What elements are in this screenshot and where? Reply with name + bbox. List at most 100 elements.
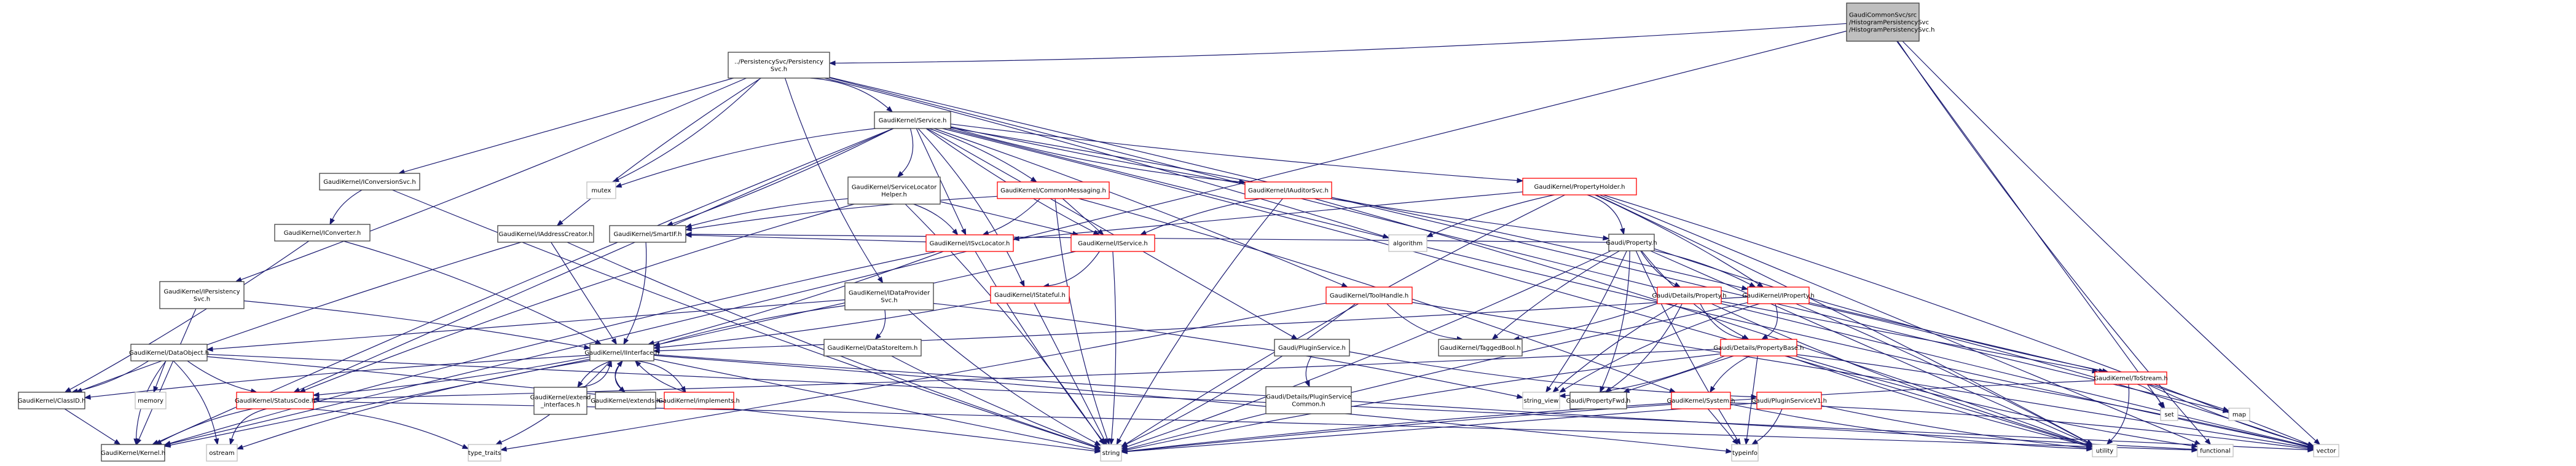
edge-service-to-toolhandle — [933, 128, 1343, 286]
edge-iauditorsvc-to-string — [1118, 198, 1283, 440]
node-box-classid — [18, 392, 85, 409]
node-label-isvclocator: GaudiKernel/ISvcLocator.h — [930, 240, 1010, 247]
node-label-persistencysvc: ../PersistencySvc/Persistency — [734, 59, 823, 66]
edge-propertyholder-to-property — [1587, 194, 1623, 229]
node-label-system: GaudiKernel/System.h — [1667, 398, 1735, 405]
node-box-functional — [2197, 444, 2234, 457]
node-box-kernel — [101, 444, 165, 462]
node-label-root: /HistogramPersistencySvc.h — [1849, 27, 1935, 34]
node-box-utility — [2092, 444, 2118, 457]
arrowhead-iinterface-to-statuscode — [312, 392, 320, 398]
edge-commonmessaging-to-isvclocator — [988, 198, 1041, 234]
node-datastoreitem[interactable]: GaudiKernel/DataStoreItem.h — [823, 339, 922, 357]
edge-propertybase-to-string — [1126, 353, 1721, 451]
node-iconverter[interactable]: GaudiKernel/IConverter.h — [274, 224, 371, 242]
node-iconversionsvc[interactable]: GaudiKernel/IConversionSvc.h — [319, 173, 420, 191]
node-label-typetraits: type_traits — [468, 450, 501, 457]
node-istateful[interactable]: GaudiKernel/IStateful.h — [990, 286, 1070, 304]
node-label-iconverter: GaudiKernel/IConverter.h — [284, 230, 361, 237]
node-persistencysvc[interactable]: ../PersistencySvc/PersistencySvc.h — [728, 52, 830, 79]
node-classid[interactable]: GaudiKernel/ClassID.h — [18, 392, 86, 409]
node-detailsproperty[interactable]: Gaudi/Details/Property.h — [1652, 286, 1727, 304]
node-iproperty[interactable]: GaudiKernel/IProperty.h — [1742, 286, 1815, 304]
node-extendinterfaces[interactable]: GaudiKernel/extend_interfaces.h — [530, 387, 591, 415]
node-implements[interactable]: GaudiKernel/implements.h — [658, 392, 740, 409]
edge-toolhandle-to-typetraits — [506, 302, 1327, 449]
edge-idataprovidersvc-to-dataobject — [212, 299, 846, 350]
arrowhead-propertyholder-to-property — [1620, 227, 1625, 235]
edge-iinterface-to-statuscode — [318, 357, 591, 395]
node-taggedbool[interactable]: GaudiKernel/TaggedBool.h — [1438, 339, 1523, 357]
node-iservice[interactable]: GaudiKernel/IService.h — [1070, 234, 1155, 252]
edge-propertybase-to-system — [1713, 355, 1750, 388]
edge-dataobject-to-ostream — [173, 360, 217, 440]
node-label-detailsproperty: Gaudi/Details/Property.h — [1652, 293, 1726, 299]
arrowhead-iconverter-to-classid — [64, 387, 72, 393]
node-propertyholder[interactable]: GaudiKernel/PropertyHolder.h — [1522, 178, 1637, 195]
node-box-vector — [2313, 444, 2339, 457]
node-iauditorsvc[interactable]: GaudiKernel/IAuditorSvc.h — [1244, 181, 1332, 199]
edge-detailsproperty-to-utility — [1711, 303, 2087, 445]
node-commonmessaging[interactable]: GaudiKernel/CommonMessaging.h — [997, 181, 1110, 199]
node-isvclocator[interactable]: GaudiKernel/ISvcLocator.h — [925, 234, 1014, 252]
node-kernel[interactable]: GaudiKernel/Kernel.h — [101, 444, 165, 462]
node-label-iauditorsvc: GaudiKernel/IAuditorSvc.h — [1248, 188, 1329, 194]
arrowhead-extends-to-iinterface — [616, 360, 623, 368]
node-label-datastoreitem: GaudiKernel/DataStoreItem.h — [828, 345, 918, 352]
node-label-taggedbool: GaudiKernel/TaggedBool.h — [1440, 345, 1520, 352]
edge-iconverter-to-classid — [69, 240, 310, 390]
node-root[interactable]: GaudiCommonSvc/src/HistogramPersistencyS… — [1846, 2, 1935, 42]
node-property[interactable]: Gaudi/Property.h — [1606, 234, 1657, 251]
edge-detailsproperty-to-stringview — [1557, 303, 1678, 389]
arrowhead-service-to-servicelocatorhelper — [897, 171, 904, 178]
node-label-vector: vector — [2317, 448, 2337, 455]
node-box-iaddresscreator — [497, 225, 594, 243]
edge-iinterface-to-string — [653, 358, 1096, 450]
node-toolhandle[interactable]: GaudiKernel/ToolHandle.h — [1325, 286, 1413, 304]
edge-tostream-to-map — [2149, 384, 2224, 410]
node-tostream[interactable]: GaudiKernel/ToStream.h — [2094, 371, 2168, 385]
node-statuscode[interactable]: GaudiKernel/StatusCode.h — [235, 392, 315, 409]
arrowhead-persistencysvc-to-ipersistencysvc — [235, 277, 243, 282]
node-smartif[interactable]: GaudiKernel/SmartIF.h — [609, 225, 686, 243]
arrowhead-pluginservice-to-pluginservicecommon — [1305, 380, 1310, 388]
edge-iproperty-to-stringview — [1564, 303, 1760, 390]
edge-property-to-propertyfwd — [1601, 250, 1630, 387]
node-label-stringview: string_view — [1524, 398, 1559, 405]
edge-datastoreitem-to-string — [891, 355, 1096, 447]
node-service[interactable]: GaudiKernel/Service.h — [874, 111, 951, 129]
arrowhead-service-to-isvclocator — [960, 228, 967, 236]
edge-pluginservice-to-pluginservicecommon — [1305, 355, 1312, 382]
node-label-pluginservicecommon: Gaudi/Details/PluginService — [1266, 394, 1351, 401]
node-extends[interactable]: GaudiKernel/extends.h — [591, 392, 661, 409]
node-box-iproperty — [1747, 286, 1810, 304]
arrowhead-commonmessaging-to-isvclocator — [982, 230, 989, 235]
arrowhead-system-to-vector — [2307, 446, 2315, 452]
node-pluginservicev1[interactable]: Gaudi/PluginServiceV1.h — [1751, 392, 1827, 409]
edge-tostream-to-vector — [2147, 384, 2309, 445]
edge-iservice-to-istateful — [1048, 251, 1100, 286]
edge-service-to-iproperty — [950, 127, 1743, 288]
arrowhead-persistencysvc-to-service — [886, 106, 893, 113]
node-iinterface[interactable]: GaudiKernel/IInterface.h — [584, 344, 659, 361]
node-system[interactable]: GaudiKernel/System.h — [1667, 392, 1735, 409]
arrowhead-datastoreitem-to-string — [1094, 443, 1102, 449]
node-iaddresscreator[interactable]: GaudiKernel/IAddressCreator.h — [497, 225, 594, 243]
arrowhead-propertybase-to-statuscode — [312, 396, 320, 402]
edges-layer — [64, 23, 2321, 454]
arrowhead-detailsproperty-to-stringview — [1552, 386, 1559, 393]
arrowhead-persistencysvc-to-idataprovidersvc — [877, 276, 884, 284]
node-pluginservice[interactable]: Gaudi/PluginService.h — [1274, 339, 1350, 357]
node-box-taggedbool — [1438, 339, 1523, 357]
node-propertybase[interactable]: Gaudi/Details/PropertyBase.h — [1714, 339, 1804, 357]
edge-service-to-statuscode — [299, 128, 894, 390]
node-dataobject[interactable]: GaudiKernel/DataObject.h — [129, 344, 209, 361]
edge-commonmessaging-to-iservice — [1062, 198, 1100, 232]
edge-statuscode-to-typetraits — [308, 408, 464, 447]
node-label-istateful: GaudiKernel/IStateful.h — [994, 292, 1066, 299]
node-propertyfwd[interactable]: Gaudi/PropertyFwd.h — [1566, 392, 1631, 409]
